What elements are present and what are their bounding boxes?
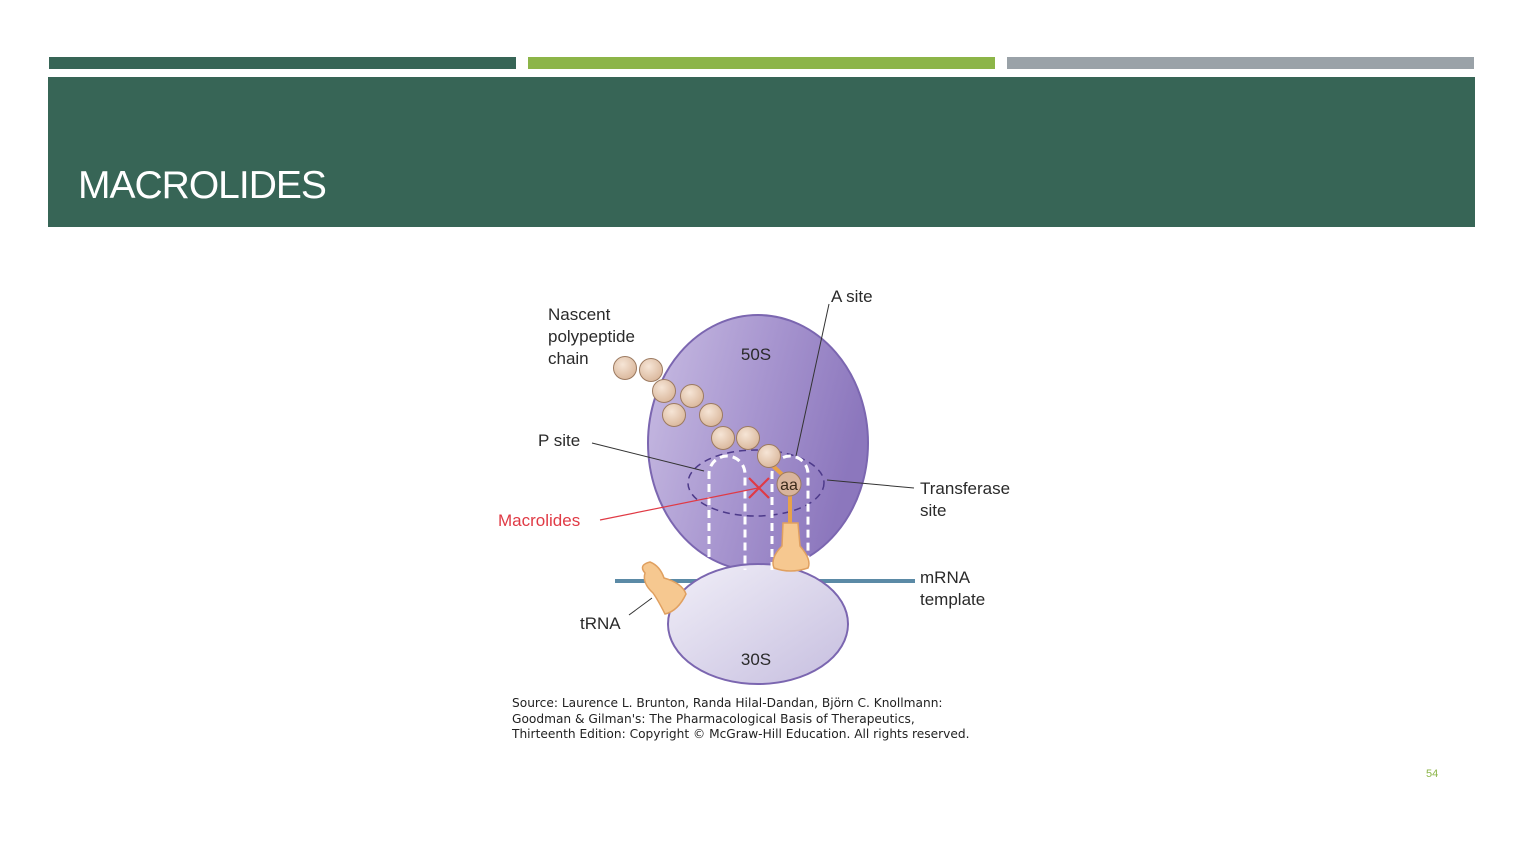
trna-a-site <box>772 522 810 572</box>
polypeptide-bead <box>662 403 686 427</box>
mrna-label-line2: template <box>920 590 985 609</box>
aminoacid-label: aa <box>780 477 798 494</box>
macrolide-block-icon <box>748 477 770 499</box>
subunit-50s-label: 50S <box>741 345 771 364</box>
source-line-1: Source: Laurence L. Brunton, Randa Hilal… <box>512 696 943 710</box>
ribosome-diagram: aa Nascent polypeptide chain 50S A site … <box>490 278 1050 698</box>
ribosome-diagram-svg: aa Nascent polypeptide chain 50S A site … <box>498 287 1010 685</box>
nascent-label-line1: Nascent <box>548 305 611 324</box>
polypeptide-bead <box>680 384 704 408</box>
a-site-label: A site <box>831 287 873 306</box>
p-site-label: P site <box>538 431 580 450</box>
transferase-leader <box>826 479 915 489</box>
a-site-leader <box>795 303 830 457</box>
polypeptide-bead <box>736 426 760 450</box>
trna-free <box>641 561 687 615</box>
polypeptide-bead <box>711 426 735 450</box>
macrolides-leader <box>599 487 759 521</box>
polypeptide-bead <box>652 379 676 403</box>
transferase-site-outline <box>687 449 825 517</box>
mrna-label-line1: mRNA <box>920 568 971 587</box>
accent-bar-gray <box>1007 57 1474 69</box>
accent-bar-light-green <box>528 57 995 69</box>
page-number: 54 <box>1426 768 1439 780</box>
title-band: MACROLIDES <box>48 77 1475 227</box>
p-site-outline <box>707 454 747 570</box>
slide-title: MACROLIDES <box>78 164 327 207</box>
polypeptide-bead <box>757 444 781 468</box>
transferase-label-line2: site <box>920 501 946 520</box>
p-site-leader <box>591 442 705 472</box>
transferase-label-line1: Transferase <box>920 479 1010 498</box>
nascent-label-line3: chain <box>548 349 589 368</box>
polypeptide-bead <box>613 356 637 380</box>
aminoacid-bead <box>776 471 802 497</box>
a-site-outline <box>770 454 810 570</box>
source-citation: Source: Laurence L. Brunton, Randa Hilal… <box>512 696 1032 743</box>
macrolides-label: Macrolides <box>498 511 580 530</box>
nascent-label-line2: polypeptide <box>548 327 635 346</box>
trna-leader <box>628 597 653 616</box>
subunit-30s-label: 30S <box>741 650 771 669</box>
source-line-2: Goodman & Gilman's: The Pharmacological … <box>512 711 915 726</box>
source-line-3: Thirteenth Edition: Copyright © McGraw-H… <box>512 727 970 741</box>
accent-bar-dark-green <box>49 57 516 69</box>
polypeptide-bead <box>639 358 663 382</box>
polypeptide-bead <box>699 403 723 427</box>
trna-label: tRNA <box>580 614 621 633</box>
subunit-30s-shape <box>667 563 849 685</box>
